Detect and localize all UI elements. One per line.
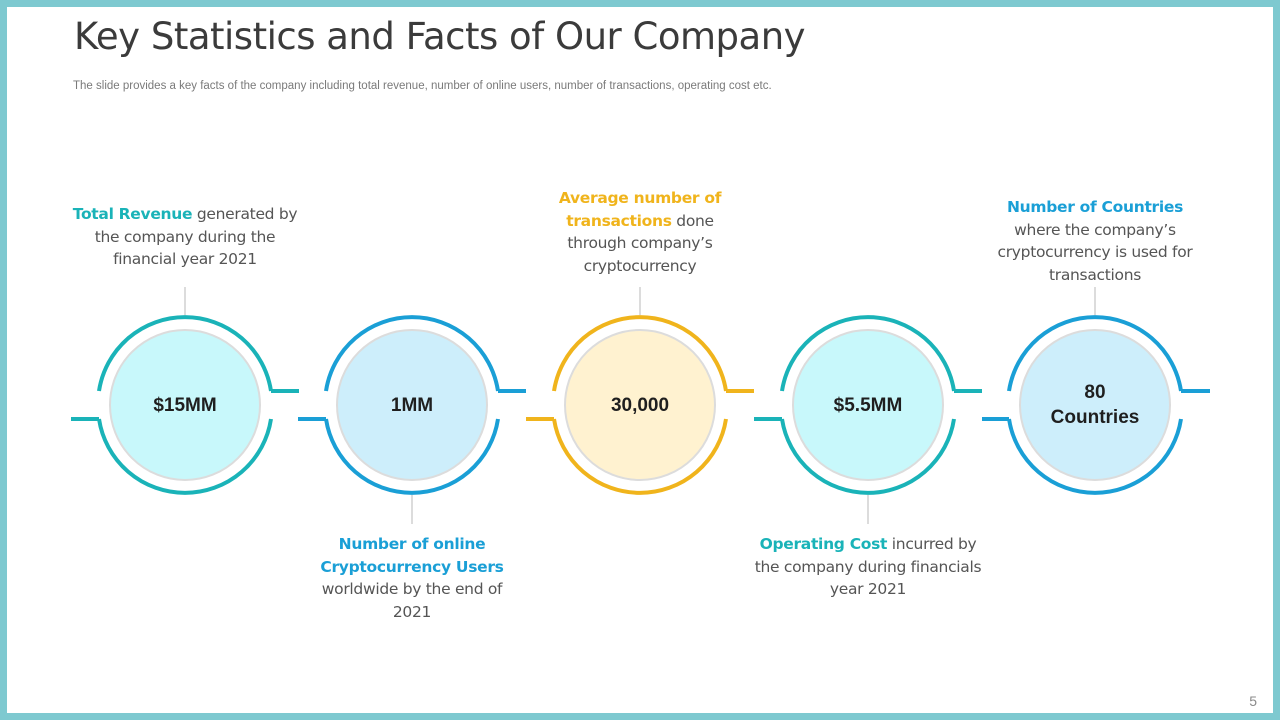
stat-desc-countries-text: where the company’s cryptocurrency is us…: [997, 220, 1193, 284]
stat-value-countries-unit: Countries: [1050, 407, 1140, 428]
stat-circle-revenue: [71, 287, 299, 495]
stat-value-revenue: $15MM: [153, 395, 217, 416]
stat-value-countries-number: 80: [1084, 382, 1106, 403]
stats-timeline: [71, 287, 1210, 524]
stat-desc-operating-cost-highlight: Operating Cost: [759, 535, 888, 553]
stat-desc-countries: Number of Countries where the company’s …: [985, 196, 1205, 286]
stat-desc-transactions-highlight: Average number of transactions: [558, 189, 722, 230]
stat-circle-transactions: [526, 287, 754, 495]
stat-desc-revenue: Total Revenue generated by the company d…: [65, 203, 305, 271]
stat-circle-users: [298, 315, 526, 524]
stat-desc-users-text: worldwide by the end of 2021: [321, 580, 503, 621]
stat-circle-operating-cost: [754, 315, 982, 524]
stat-value-transactions: 30,000: [610, 395, 670, 416]
stat-desc-countries-highlight: Number of Countries: [1006, 198, 1184, 216]
stat-desc-operating-cost: Operating Cost incurred by the company d…: [748, 533, 988, 601]
stat-value-operating-cost: $5.5MM: [833, 395, 903, 416]
stat-desc-users-highlight: Number of online Cryptocurrency Users: [320, 535, 504, 576]
stat-value-users: 1MM: [390, 395, 434, 416]
slide: Key Statistics and Facts of Our Company …: [7, 7, 1273, 713]
page-number: 5: [1249, 693, 1257, 709]
stat-desc-revenue-text: generated by the company during the fina…: [94, 205, 298, 268]
stat-value-countries: 80 Countries: [1025, 380, 1165, 430]
stat-desc-transactions: Average number of transactions done thro…: [540, 187, 740, 277]
stat-desc-transactions-text: done through company’s cryptocurrency: [567, 211, 714, 275]
stat-desc-operating-cost-text: incurred by the company during financial…: [754, 535, 982, 598]
stat-circle-countries: [982, 287, 1210, 495]
page-title: Key Statistics and Facts of Our Company: [74, 15, 806, 58]
page-subtitle: The slide provides a key facts of the co…: [73, 80, 772, 92]
stat-desc-users: Number of online Cryptocurrency Users wo…: [306, 533, 518, 623]
stat-desc-revenue-highlight: Total Revenue: [72, 205, 193, 223]
